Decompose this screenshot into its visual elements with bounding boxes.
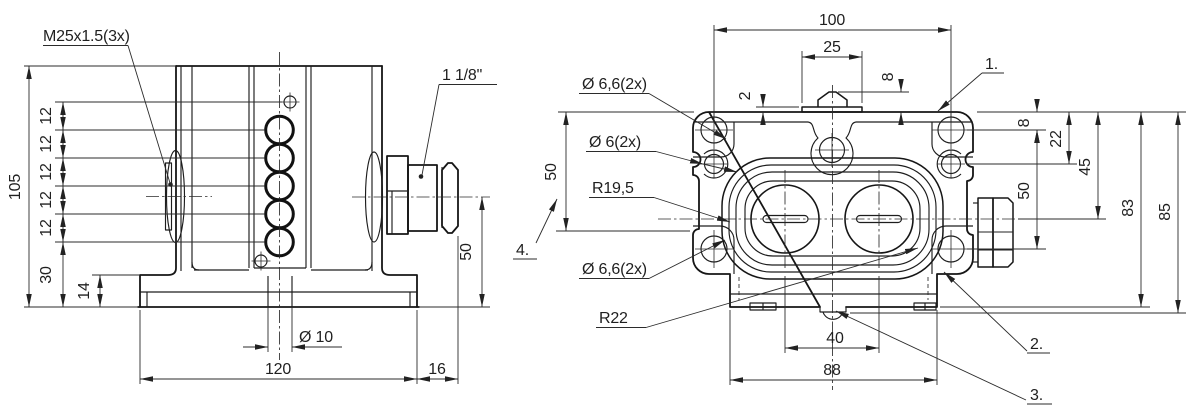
side-view-centerlines <box>146 52 490 360</box>
leader-dot-conduit <box>418 174 424 179</box>
dim-slot-dia: Ø 10 <box>299 329 333 346</box>
side-view-outline <box>137 65 459 308</box>
dim-120: 120 <box>265 361 291 378</box>
side-view-leaders <box>43 45 497 187</box>
top-view-plate-outline <box>692 111 974 308</box>
side-view-details <box>140 66 443 307</box>
callout-2: 2. <box>1030 336 1043 353</box>
thread-label: M25x1.5(3x) <box>43 28 130 45</box>
label-radius-outer: R22 <box>599 310 628 327</box>
callout-1: 1. <box>985 56 998 73</box>
dim-45: 45 <box>1077 158 1094 176</box>
dim-16: 16 <box>428 361 446 378</box>
dim-40: 40 <box>826 330 844 347</box>
dim-88: 88 <box>823 362 841 379</box>
leader-dot-thread <box>168 182 173 187</box>
dim-12-3: 12 <box>38 163 55 181</box>
label-corner-holes-bottom: Ø 6,6(2x) <box>582 261 647 278</box>
dim-12-4: 12 <box>38 191 55 209</box>
dim-25: 25 <box>823 39 841 56</box>
side-view: M25x1.5(3x) 1 1/8" 105 12 12 12 12 12 30… <box>7 28 497 384</box>
side-view-dimension-lines <box>26 66 485 382</box>
callout-4: 4. <box>516 242 529 259</box>
dim-8-lug: 8 <box>880 72 897 81</box>
dim-105: 105 <box>7 174 24 200</box>
screw-symbols <box>251 92 300 271</box>
dim-100: 100 <box>819 12 845 29</box>
label-corner-holes-top: Ø 6,6(2x) <box>582 76 647 93</box>
dim-22: 22 <box>1048 130 1065 148</box>
dim-50-left: 50 <box>543 163 560 181</box>
top-view-leaders <box>513 72 1052 405</box>
dim-50-right: 50 <box>1016 182 1033 200</box>
label-radius-inner: R19,5 <box>592 180 634 197</box>
dim-12-1: 12 <box>38 107 55 125</box>
dim-50-side: 50 <box>458 243 475 261</box>
top-view: 100 25 2 8 50 8 22 45 50 83 85 40 88 Ø 6… <box>513 12 1186 405</box>
top-view-extension-lines <box>556 25 1186 385</box>
gland-slot-left <box>762 214 809 224</box>
top-view-connector <box>977 197 1014 268</box>
dim-8-right: 8 <box>1016 118 1033 127</box>
top-view-dimension-lines <box>563 27 1181 383</box>
label-small-holes: Ø 6(2x) <box>589 134 641 151</box>
dim-12-2: 12 <box>38 135 55 153</box>
dim-2: 2 <box>737 91 754 100</box>
conduit-label: 1 1/8" <box>442 67 482 84</box>
mounting-holes <box>695 111 970 268</box>
dim-30: 30 <box>38 266 55 284</box>
hidden-lines <box>738 277 929 300</box>
side-view-extension-lines <box>24 65 490 384</box>
callout-3: 3. <box>1030 387 1043 404</box>
dim-83: 83 <box>1120 199 1137 217</box>
dim-12-5: 12 <box>38 219 55 237</box>
dim-14: 14 <box>76 282 93 300</box>
dim-85: 85 <box>1157 203 1174 221</box>
